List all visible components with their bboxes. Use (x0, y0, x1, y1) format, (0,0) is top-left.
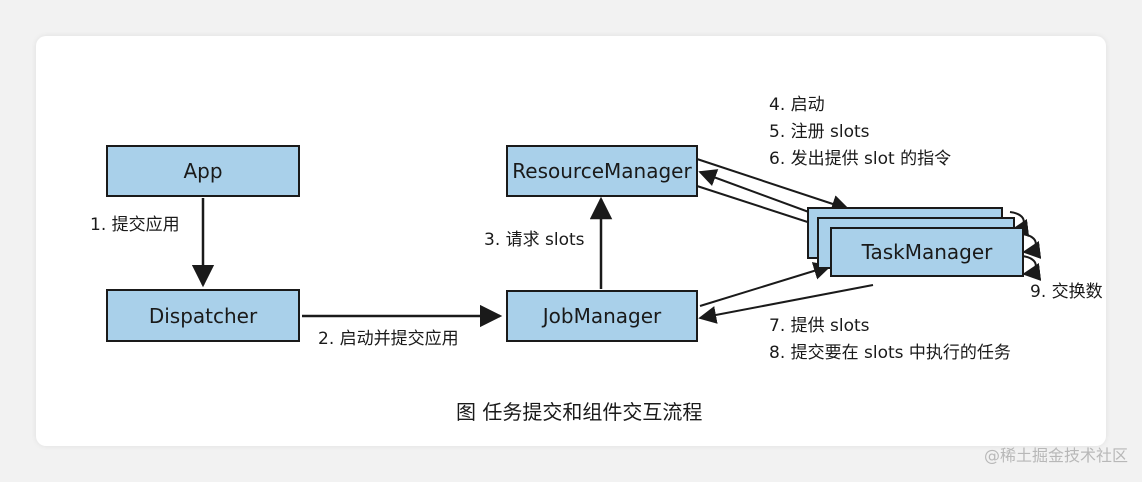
data-exchange-loop-3 (1021, 255, 1042, 281)
taskmanager-label: TaskManager (861, 240, 993, 264)
app-label: App (183, 159, 223, 183)
arrow-tm-jm-offer-slots (698, 284, 874, 324)
dispatcher-box: Dispatcher (106, 289, 300, 342)
step-7-label: 7. 提供 slots (769, 316, 870, 336)
taskmanager-box: TaskManager (830, 227, 1024, 277)
jobmanager-box: JobManager (506, 290, 698, 342)
arrow-jm-tm-submit-tasks (699, 262, 832, 307)
resourcemanager-label: ResourceManager (512, 159, 692, 183)
data-exchange-loop-2 (1021, 233, 1042, 259)
figure-caption: 图 任务提交和组件交互流程 (456, 400, 703, 424)
step-6-label: 6. 发出提供 slot 的指令 (769, 149, 952, 169)
step-9-label: 9. 交换数 (1030, 282, 1103, 302)
step-2-label: 2. 启动并提交应用 (318, 329, 459, 349)
step-8-label: 8. 提交要在 slots 中执行的任务 (769, 343, 1011, 363)
site-watermark: @稀土掘金技术社区 (983, 446, 1128, 465)
arrow-rm-tm-start (696, 158, 850, 213)
step-5-label: 5. 注册 slots (769, 122, 870, 142)
jobmanager-label: JobManager (542, 304, 662, 328)
step-3-label: 3. 请求 slots (484, 230, 585, 250)
app-box: App (106, 145, 300, 197)
step-4-label: 4. 启动 (769, 95, 825, 115)
step-1-label: 1. 提交应用 (90, 215, 180, 235)
resourcemanager-box: ResourceManager (506, 145, 698, 197)
dispatcher-label: Dispatcher (148, 303, 258, 328)
arrow-rm-tm-offer (696, 185, 828, 232)
